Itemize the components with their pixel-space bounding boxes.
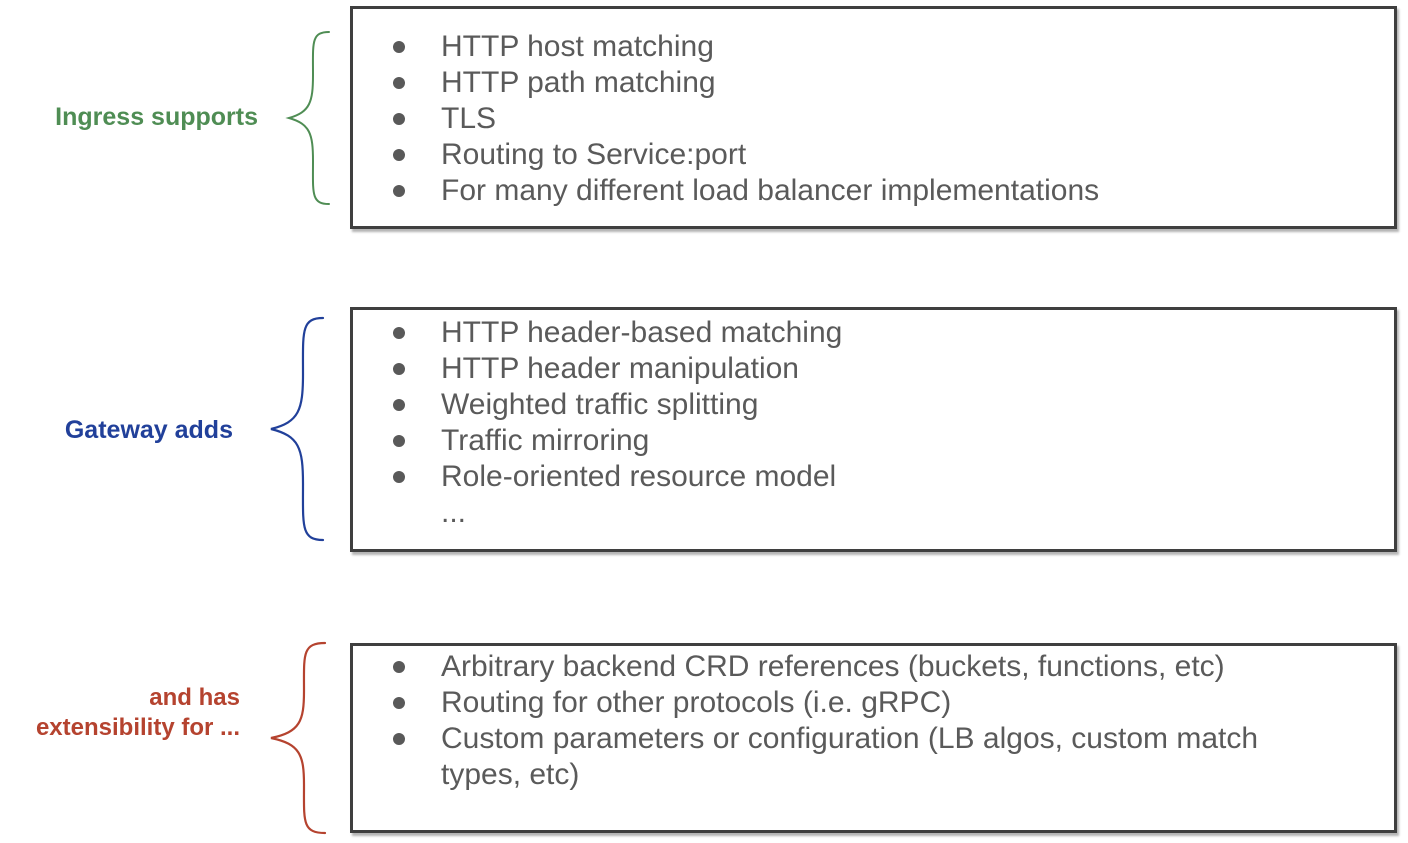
list-item: Arbitrary backend CRD references (bucket…	[353, 649, 1394, 685]
list-item-ellipsis: ...	[353, 495, 1394, 531]
list-item: Weighted traffic splitting	[353, 387, 1394, 423]
list-item: Traffic mirroring	[353, 423, 1394, 459]
list-item-text: Routing to Service:port	[441, 138, 747, 171]
bullet-dot-icon	[393, 41, 405, 53]
list-item-text: HTTP header-based matching	[441, 316, 843, 349]
list-item: Routing for other protocols (i.e. gRPC)	[353, 685, 1394, 721]
list-item: HTTP header-based matching	[353, 315, 1394, 351]
feature-box-ingress: HTTP host matching HTTP path matching TL…	[350, 6, 1397, 229]
list-item-text: Custom parameters or configuration (LB a…	[441, 722, 1259, 791]
bullet-dot-icon	[393, 435, 405, 447]
list-item: TLS	[353, 101, 1394, 137]
list-item-text: HTTP host matching	[441, 30, 714, 63]
bullet-list: HTTP host matching HTTP path matching TL…	[353, 9, 1394, 209]
list-item-text: TLS	[441, 102, 497, 135]
bullet-dot-icon	[393, 149, 405, 161]
bullet-dot-icon	[393, 733, 405, 745]
bullet-dot-icon	[393, 185, 405, 197]
list-item: HTTP host matching	[353, 29, 1394, 65]
list-item-text: ...	[441, 496, 467, 529]
list-item: Custom parameters or configuration (LB a…	[353, 721, 1394, 793]
bullet-list: HTTP header-based matching HTTP header m…	[353, 310, 1394, 531]
curly-brace-icon	[285, 30, 331, 206]
list-item-text: Arbitrary backend CRD references (bucket…	[441, 650, 1225, 683]
list-item-text: Traffic mirroring	[441, 424, 650, 457]
bullet-dot-icon	[393, 697, 405, 709]
label-extensibility: and has extensibility for ...	[35, 684, 240, 741]
bullet-dot-icon	[393, 327, 405, 339]
curly-brace-icon	[266, 316, 326, 542]
list-item-text: Weighted traffic splitting	[441, 388, 759, 421]
bullet-list: Arbitrary backend CRD references (bucket…	[353, 646, 1394, 793]
bullet-dot-icon	[393, 661, 405, 673]
list-item-text: For many different load balancer impleme…	[441, 174, 1100, 207]
list-item: HTTP path matching	[353, 65, 1394, 101]
label-ingress-supports: Ingress supports	[55, 103, 258, 131]
bullet-dot-icon	[393, 77, 405, 89]
list-item: For many different load balancer impleme…	[353, 173, 1394, 209]
list-item-text: HTTP path matching	[441, 66, 716, 99]
label-gateway-adds: Gateway adds	[64, 416, 233, 444]
list-item: Routing to Service:port	[353, 137, 1394, 173]
list-item-text: Role-oriented resource model	[441, 460, 837, 493]
list-item-text: Routing for other protocols (i.e. gRPC)	[441, 686, 952, 719]
bullet-dot-icon	[393, 399, 405, 411]
bullet-dot-icon	[393, 471, 405, 483]
bullet-dot-icon	[393, 363, 405, 375]
list-item: Role-oriented resource model	[353, 459, 1394, 495]
feature-box-extensibility: Arbitrary backend CRD references (bucket…	[350, 643, 1397, 833]
curly-brace-icon	[266, 641, 328, 835]
bullet-dot-icon	[393, 113, 405, 125]
list-item-text: HTTP header manipulation	[441, 352, 799, 385]
list-item: HTTP header manipulation	[353, 351, 1394, 387]
feature-box-gateway: HTTP header-based matching HTTP header m…	[350, 307, 1397, 552]
